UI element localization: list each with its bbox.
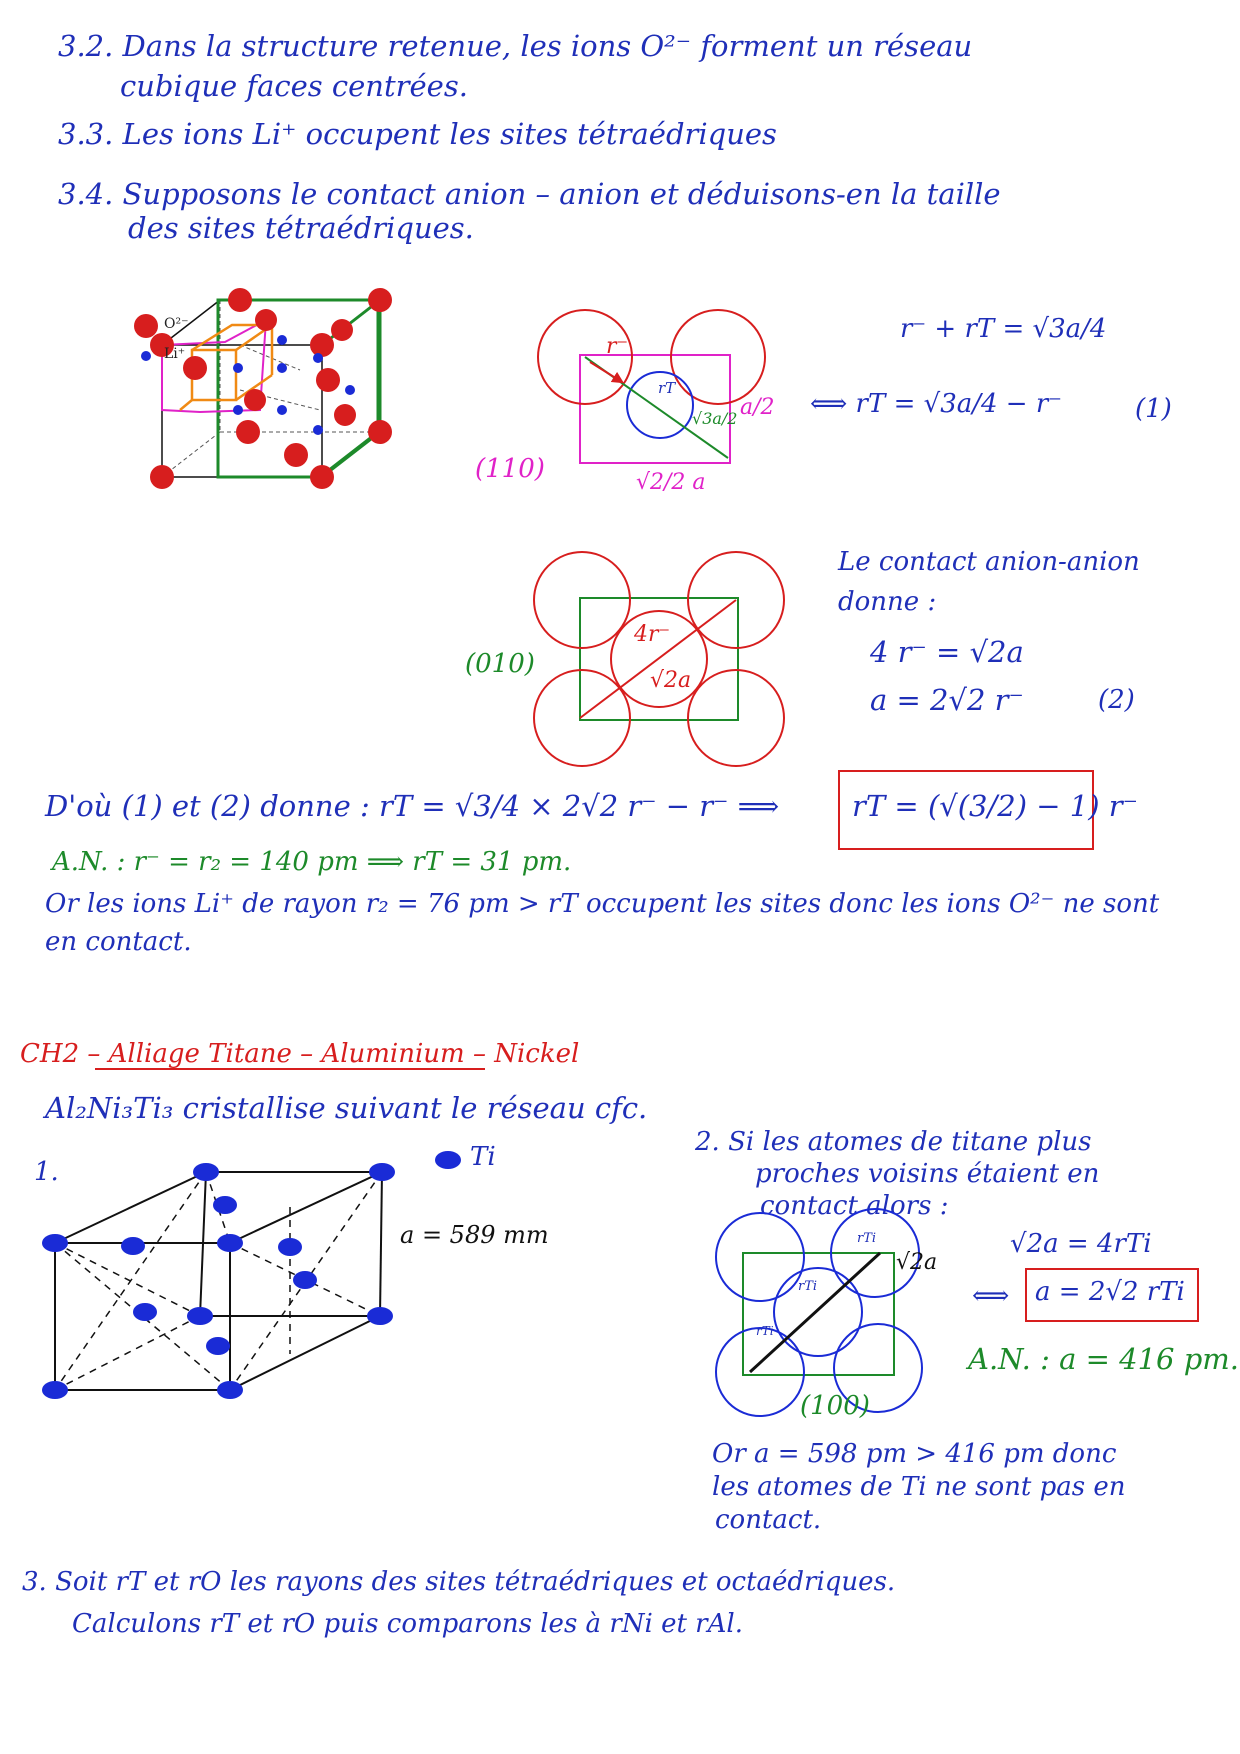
result-boxed-formula: rT = (√(3/2) − 1) r⁻ (852, 789, 1138, 823)
ti-legend-label: Ti (470, 1142, 496, 1172)
contact-eq-2: a = 2√2 r⁻ (870, 683, 1024, 717)
ch2-title-underline (95, 1068, 485, 1070)
line-3-4b: des sites tétraédriques. (128, 211, 474, 245)
four-r-label: 4r⁻ (634, 622, 671, 647)
conclusion-line-3: contact. (715, 1505, 822, 1535)
q2-line-1: 2. Si les atomes de titane plus (695, 1127, 1092, 1157)
eq-110-2: ⟺ rT = √3a/4 − r⁻ (810, 389, 1063, 419)
conclusion-line-1: Or a = 598 pm > 416 pm donc (712, 1439, 1117, 1469)
result-line-4: en contact. (45, 927, 192, 957)
legend-o2: O²⁻ (164, 316, 189, 332)
ti-legend-dot (435, 1151, 461, 1169)
conclusion-line-2: les atomes de Ti ne sont pas en (712, 1472, 1126, 1502)
ti-eq-box (1025, 1268, 1199, 1322)
q3-line-1: 3. Soit rT et rO les rayons des sites té… (22, 1567, 896, 1597)
li-legend-dot (141, 351, 151, 361)
eq-110-1: r⁻ + rT = √3a/4 (900, 314, 1107, 344)
ti-eq-1: √2a = 4rTi (1010, 1229, 1152, 1259)
sqrt2a-label-010: √2a (650, 668, 692, 693)
ch2-intro: Al₂Ni₃Ti₃ cristallise suivant le réseau … (45, 1091, 648, 1125)
ch2-q1: 1. (34, 1157, 59, 1187)
contact-line-2: donne : (838, 587, 937, 617)
ch2-title: CH2 – Alliage Titane – Aluminium – Nicke… (20, 1039, 580, 1069)
ti-eq-arrow: ⟺ (972, 1281, 1010, 1311)
o2-legend-dot (134, 314, 158, 338)
ti-param: a = 589 mm (400, 1221, 549, 1249)
line-3-2a: 3.2. Dans la structure retenue, les ions… (58, 29, 973, 63)
a-over-2-label: a/2 (740, 395, 775, 420)
result-line-3: Or les ions Li⁺ de rayon r₂ = 76 pm > rT… (45, 889, 1160, 919)
q2-line-2: proches voisins étaient en (755, 1159, 1100, 1189)
q3-line-2: Calculons rT et rO puis comparons les à … (72, 1609, 743, 1639)
line-3-2b: cubique faces centrées. (120, 69, 468, 103)
result-line-1: D'où (1) et (2) donne : rT = √3/4 × 2√2 … (45, 789, 780, 823)
contact-num-2: (2) (1098, 685, 1135, 715)
sqrt2-a-2-label: √2/2 a (636, 470, 706, 495)
sqrt3a-2-label: √3a/2 (692, 409, 738, 428)
r-minus-label: r⁻ (606, 334, 629, 359)
line-3-3: 3.3. Les ions Li⁺ occupent les sites tét… (58, 117, 777, 151)
result-an: A.N. : r⁻ = r₂ = 140 pm ⟹ rT = 31 pm. (52, 847, 572, 877)
rti-label-3: rTi (756, 1324, 774, 1338)
ti-eq-2: a = 2√2 rTi (1035, 1277, 1185, 1307)
contact-line-1: Le contact anion-anion (838, 547, 1140, 577)
legend-li: Li⁺ (164, 346, 186, 362)
ti-an: A.N. : a = 416 pm. (968, 1342, 1239, 1376)
line-3-4a: 3.4. Supposons le contact anion – anion … (58, 177, 1001, 211)
plane-110-label: (110) (475, 454, 545, 484)
q2-line-3: contact alors : (760, 1191, 949, 1221)
sqrt2a-label-100: √2a (896, 1250, 938, 1275)
rti-label-1: rTi (857, 1231, 877, 1246)
contact-eq-1: 4 r⁻ = √2a (870, 635, 1024, 669)
r-t-label: rT (658, 379, 676, 397)
eq-110-num-1: (1) (1135, 394, 1172, 424)
result-box (838, 770, 1094, 850)
rti-label-2: rTi (798, 1279, 818, 1294)
plane-010-label: (010) (465, 649, 535, 679)
plane-100-label: (100) (800, 1391, 870, 1421)
